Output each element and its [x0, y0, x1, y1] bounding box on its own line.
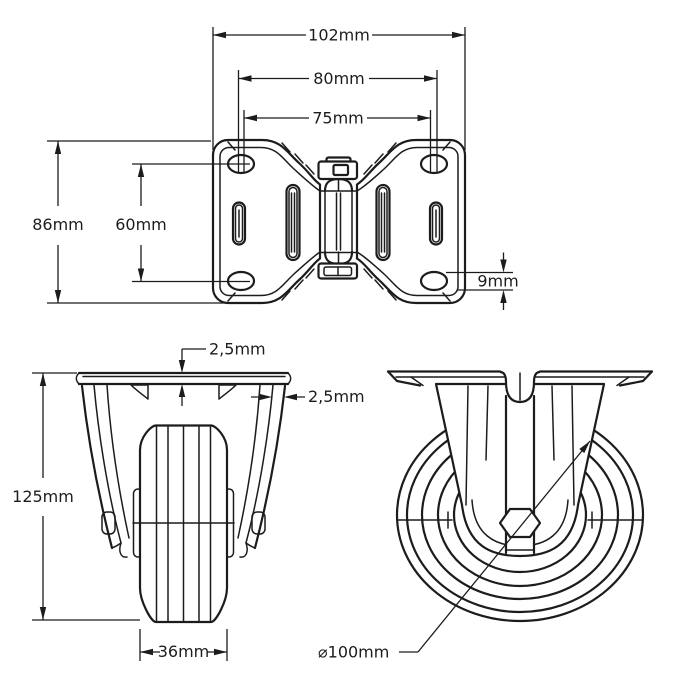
arrowhead	[137, 164, 145, 177]
plate-inner-left	[219, 146, 321, 297]
arrowhead	[140, 648, 153, 656]
axle-nut	[498, 507, 542, 539]
fork-leg-left	[80, 384, 149, 558]
arrowhead	[417, 114, 431, 122]
extension-line	[212, 27, 466, 150]
brake-tab	[251, 511, 266, 535]
kingbolt-window	[332, 163, 350, 177]
dim-label-75mm: 75mm	[312, 109, 364, 128]
arrowhead	[178, 360, 186, 373]
leader-line	[399, 440, 591, 653]
parting-line	[397, 511, 643, 529]
dim-hole-pitch-inner: 75mm	[243, 109, 432, 172]
gusset	[130, 384, 149, 400]
dim-label-125mm: 125mm	[12, 487, 74, 506]
arrowhead	[259, 393, 272, 401]
arrowhead	[54, 290, 62, 303]
slot	[375, 183, 391, 262]
leader-line	[181, 348, 206, 406]
dim-label-80mm: 80mm	[313, 69, 365, 88]
extension-line	[32, 372, 140, 621]
dim-hole-pitch-depth: 60mm	[115, 163, 250, 283]
arrowhead	[284, 393, 297, 401]
plate-slots	[231, 183, 444, 262]
arrowhead	[178, 384, 186, 397]
wheel-front	[132, 424, 235, 624]
arrowhead	[54, 141, 62, 154]
extension-line	[446, 271, 513, 291]
arrowhead	[214, 648, 227, 656]
dim-label-60mm: 60mm	[115, 215, 167, 234]
top-plate-side	[386, 370, 654, 404]
plate-flange	[386, 370, 654, 387]
dim-label-2-5mm-plate: 2,5mm	[209, 340, 266, 359]
plate-outline-right	[355, 138, 467, 305]
dim-label-2-5mm-leg: 2,5mm	[308, 387, 365, 406]
arrowhead	[500, 290, 507, 303]
arrowhead	[39, 373, 47, 386]
bolt-hole	[419, 153, 449, 175]
dim-label-9mm: 9mm	[477, 272, 518, 291]
plate-inner-right	[356, 146, 459, 297]
extension-line	[132, 163, 250, 283]
arrowhead	[452, 31, 465, 39]
arrowhead	[238, 75, 252, 82]
extension-line	[243, 110, 432, 172]
fork-leg-right	[218, 384, 287, 558]
bolt-hole	[419, 270, 449, 292]
arrowhead	[213, 31, 226, 39]
front-view: 2,5mm 2,5mm 125mm 36mm	[12, 340, 365, 661]
top-plate-front	[75, 371, 292, 386]
slot	[428, 201, 444, 246]
dim-label-36mm: 36mm	[158, 642, 210, 661]
dim-wheel-diameter: ⌀100mm	[318, 438, 593, 662]
dim-leg-thickness: 2,5mm	[251, 387, 365, 406]
bend-tick-marks	[227, 141, 451, 302]
slot	[285, 183, 301, 262]
arrowhead	[39, 607, 47, 620]
arrowhead	[244, 114, 257, 122]
side-view: ⌀100mm	[318, 370, 654, 662]
extension-line	[47, 140, 232, 304]
top-view: 102mm 80mm 75mm 86mm 60m	[32, 26, 519, 310]
dim-overall-width: 102mm	[212, 26, 466, 150]
leg-hook	[119, 542, 128, 558]
fork-inner-lines	[465, 385, 575, 506]
dim-overall-depth: 86mm	[32, 140, 232, 304]
leg-hook	[239, 542, 248, 558]
dim-plate-thickness: 2,5mm	[178, 340, 266, 406]
gusset	[218, 384, 237, 400]
dim-overall-height: 125mm	[12, 372, 140, 621]
arrowhead	[137, 268, 145, 282]
slot	[231, 201, 247, 246]
extension-line	[237, 70, 438, 172]
dim-wheel-width: 36mm	[139, 629, 228, 661]
fork-column-top	[317, 156, 359, 280]
dim-hole-pitch-outer: 80mm	[237, 69, 438, 172]
extension-line	[139, 629, 228, 661]
dim-label-diameter-100mm: ⌀100mm	[318, 643, 389, 662]
brake-tab	[101, 511, 116, 535]
plate-outline-left	[211, 138, 322, 305]
dim-label-102mm: 102mm	[308, 26, 370, 45]
dim-hole-height: 9mm	[446, 252, 519, 310]
dim-label-86mm: 86mm	[32, 215, 84, 234]
arrowhead	[424, 75, 437, 82]
